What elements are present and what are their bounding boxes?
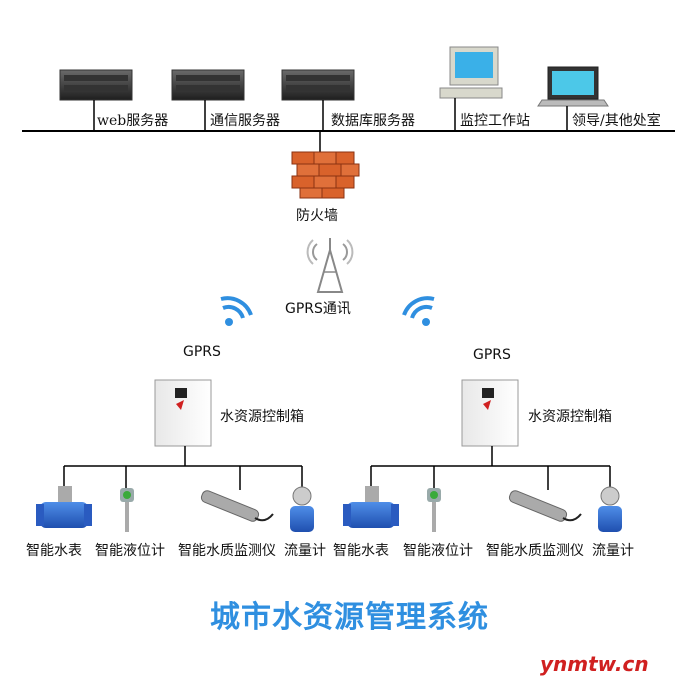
gprs-comm-label: GPRS通讯 <box>285 301 351 317</box>
station-gprs-label: GPRS <box>183 344 221 360</box>
device-label: 智能水表 <box>333 543 389 559</box>
water-meter-icon <box>343 486 399 528</box>
water-quality-probe-icon <box>200 490 274 522</box>
water-meter-icon <box>36 486 92 528</box>
level-gauge-icon <box>120 488 134 532</box>
node-label-web-server: web服务器 <box>97 113 169 129</box>
flow-meter-icon <box>290 486 314 532</box>
device-label: 流量计 <box>592 543 634 559</box>
server-icon <box>171 69 245 131</box>
device-label: 智能水质监测仪 <box>486 543 584 559</box>
device-label: 流量计 <box>284 543 326 559</box>
node-label-db-server: 数据库服务器 <box>331 113 415 129</box>
control-box-label: 水资源控制箱 <box>528 409 612 425</box>
device-label: 智能水质监测仪 <box>178 543 276 559</box>
page-title: 城市水资源管理系统 <box>210 600 489 635</box>
device-label: 智能液位计 <box>95 543 165 559</box>
control-box-icon <box>154 379 212 466</box>
station-gprs-label: GPRS <box>473 347 511 363</box>
firewall-label: 防火墙 <box>296 208 338 224</box>
control-box-label: 水资源控制箱 <box>220 409 304 425</box>
level-gauge-icon <box>427 488 441 532</box>
control-box-icon <box>461 379 519 466</box>
water-quality-probe-icon <box>508 490 582 522</box>
node-label-leadership: 领导/其他处室 <box>572 113 661 129</box>
watermark: ynmtw.cn <box>540 652 649 676</box>
node-label-comm-server: 通信服务器 <box>210 113 280 129</box>
antenna-tower-icon <box>306 238 354 293</box>
flow-meter-icon <box>598 486 622 532</box>
wifi-icon <box>220 296 253 326</box>
wifi-icon <box>402 296 435 326</box>
server-icon <box>59 69 133 131</box>
brick-wall-icon <box>291 151 360 199</box>
desktop-computer-icon <box>439 46 503 131</box>
device-label: 智能液位计 <box>403 543 473 559</box>
laptop-icon <box>537 66 609 131</box>
server-icon <box>281 69 355 131</box>
device-label: 智能水表 <box>26 543 82 559</box>
node-label-monitor-station: 监控工作站 <box>460 113 530 129</box>
